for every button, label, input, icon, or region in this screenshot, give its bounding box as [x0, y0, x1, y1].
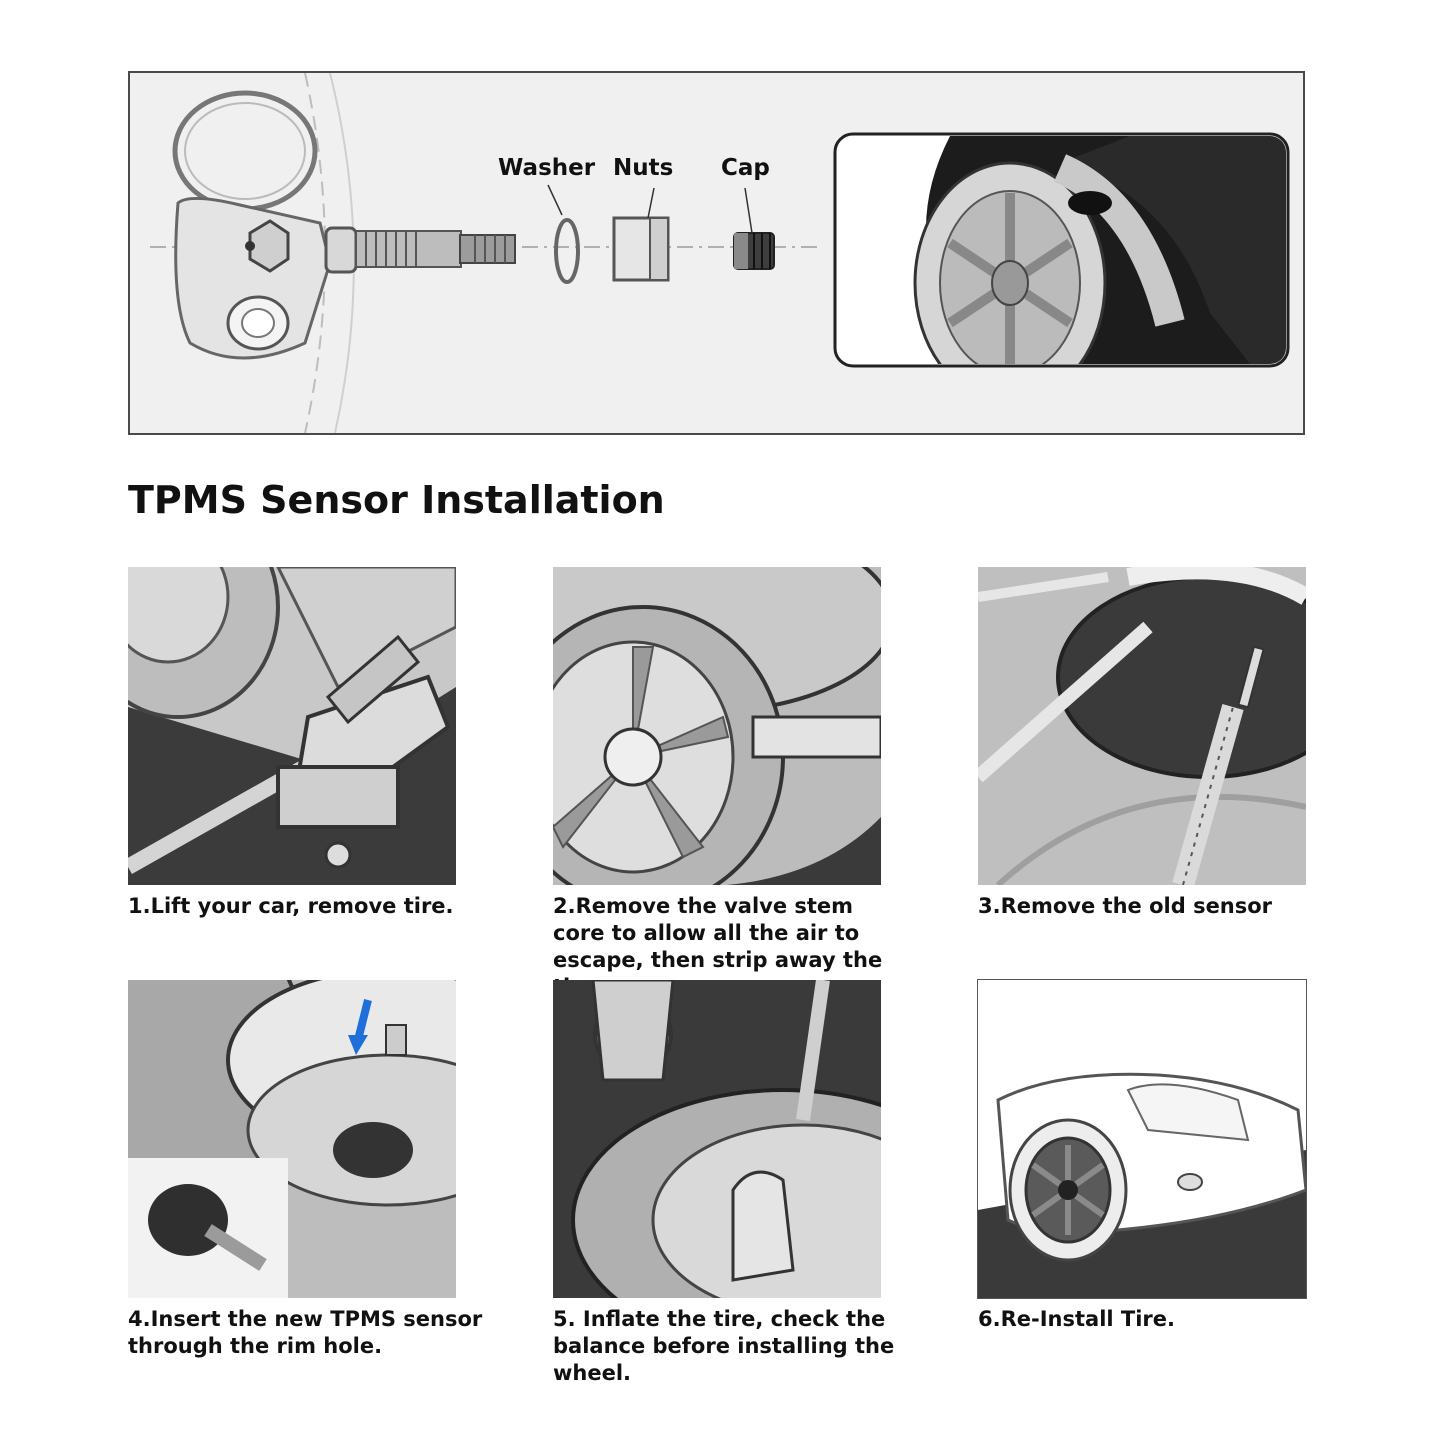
nut-icon: [612, 187, 670, 282]
washer-icon: [547, 184, 580, 284]
step-4-caption: 4.Insert the new TPMS sensor through the…: [128, 1307, 483, 1358]
valve-tool: [1172, 645, 1265, 885]
blue-arrow-icon: [354, 999, 372, 1041]
parts-panel: Washer Nuts Cap: [128, 71, 1305, 435]
step-6-caption: 6.Re-Install Tire.: [978, 1307, 1175, 1331]
step-3-caption: 3.Remove the old sensor: [978, 894, 1273, 918]
jack-lift-icon: [128, 567, 456, 885]
cap-label: Cap: [721, 155, 770, 181]
tpms-parts-diagram: [150, 72, 1290, 434]
tire-bead-breaker-icon: [553, 567, 881, 885]
inflate-tire-icon: [553, 980, 881, 1298]
step-6-image: [977, 979, 1307, 1299]
nuts-label: Nuts: [613, 155, 674, 181]
step-1-image: [128, 567, 456, 885]
sensor-body-icon: [172, 90, 332, 360]
step-2-caption: 2.Remove the valve stem core to allow al…: [553, 894, 883, 999]
tire-closeup-image: [833, 132, 1290, 368]
cap-icon: [733, 187, 775, 270]
car-wheel-icon: [978, 980, 1306, 1298]
valve-tool-icon: [978, 567, 1306, 885]
sensor-insert-icon: [128, 980, 456, 1298]
step-4-image: [128, 980, 456, 1298]
washer-label: Washer: [498, 155, 596, 181]
step-3-image: [978, 567, 1306, 885]
valve-stem-icon: [324, 226, 516, 274]
step-5-image: [553, 980, 881, 1298]
step-1-caption: 1.Lift your car, remove tire.: [128, 894, 454, 918]
page-title: TPMS Sensor Installation: [128, 478, 665, 522]
step-5-caption: 5. Inflate the tire, check the balance b…: [553, 1307, 895, 1385]
step-2-image: [553, 567, 881, 885]
